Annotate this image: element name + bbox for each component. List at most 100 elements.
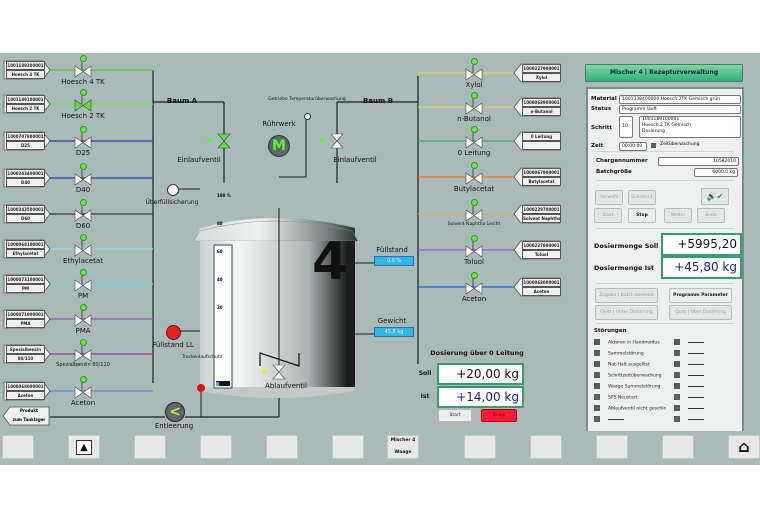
programm-parameter-button[interactable]: Programm Parameter — [669, 288, 732, 303]
valve-label: Aceton — [461, 295, 487, 303]
dosing-ist-value: +14,00 kg — [437, 386, 524, 408]
valve-label: Hoesch 2 TK — [61, 112, 105, 120]
scale-tick: 20 — [217, 305, 223, 310]
zeitueberwachung-checkbox[interactable] — [651, 143, 656, 148]
schritt-number: 10 — [619, 116, 633, 138]
level-gauge-fill — [216, 381, 230, 386]
material-name: D25 — [6, 141, 45, 150]
stoerung-item: SPS Neustart — [594, 394, 637, 402]
valve-label: Hoesch 4 TK — [61, 78, 105, 86]
inlet-valve[interactable] — [465, 243, 483, 258]
inlet-valve[interactable] — [465, 66, 483, 81]
inlet-valve[interactable] — [465, 207, 483, 222]
sound-check-icon[interactable]: 🔊✔ — [701, 188, 729, 205]
tank-number: 4 — [312, 232, 349, 292]
inlet-valve[interactable] — [74, 97, 92, 112]
ablaufventil[interactable] — [272, 364, 286, 380]
material-name: D60 — [6, 214, 45, 223]
ende-button[interactable]: Ende — [697, 208, 725, 223]
material-name: Hoesch 4 TK — [6, 70, 45, 79]
valve-status-icon — [80, 339, 87, 346]
inlet-valve[interactable] — [74, 171, 92, 186]
drain-pump-icon[interactable]: < — [165, 402, 185, 422]
stoerung-indicator — [594, 383, 600, 389]
material-code: 1000227900001 — [522, 64, 561, 73]
overfill-sensor-icon — [167, 184, 179, 196]
weiter-button[interactable]: Weiter — [664, 208, 692, 223]
scale-tick: 80 — [217, 221, 223, 226]
zugabe-batch-beendet-button[interactable]: Zugabe | Batch beendet — [595, 288, 658, 303]
function-key[interactable] — [530, 435, 562, 459]
stoerung-item: Aktoren in Handmodus — [594, 339, 660, 347]
inlet-valve[interactable] — [465, 170, 483, 185]
warning-button[interactable]: ▲ — [68, 435, 100, 459]
inlet-valve[interactable] — [465, 280, 483, 295]
function-key[interactable] — [596, 435, 628, 459]
dosing-start-button[interactable]: Start — [438, 409, 472, 422]
inlet-valve[interactable] — [74, 277, 92, 292]
valve-status-icon — [80, 269, 87, 276]
quitt-unter-dosierung-button[interactable]: Quitt | Unter Dosierung — [595, 305, 658, 320]
valve-label: Spezialbenzin 80/110 — [56, 362, 110, 368]
function-key[interactable] — [266, 435, 298, 459]
stoerung-item: Ablaufventil nicht geschlo — [594, 405, 666, 413]
valve-status-icon — [471, 58, 478, 65]
home-button[interactable]: ⌂ — [728, 435, 760, 459]
material-code: 1000067900001 — [522, 168, 561, 177]
vorwahl-button[interactable]: Vorwahl — [595, 190, 623, 205]
stoerung-indicator — [674, 339, 680, 345]
dosing-soll-value: +20,00 kg — [437, 363, 524, 385]
einlaufventil-a[interactable] — [217, 133, 231, 149]
dosing-stopp-button[interactable]: Stopp — [481, 409, 517, 422]
zeitueberwachung-label: Zeitüberwachung — [660, 142, 700, 147]
baum-a-label: Baum A — [166, 97, 198, 105]
material-name: PMA — [6, 319, 45, 328]
fuellstand-value: 0,0 % — [374, 256, 414, 266]
inlet-valve[interactable] — [74, 207, 92, 222]
inlet-valve[interactable] — [74, 312, 92, 327]
start-button[interactable]: Start — [594, 208, 622, 223]
inlet-valve[interactable] — [465, 134, 483, 149]
stop-button[interactable]: Stop — [628, 208, 656, 223]
batchgroesse-field: 6000,0 kg — [694, 168, 738, 177]
einlaufventil-b[interactable] — [330, 133, 344, 149]
inlet-valve[interactable] — [465, 100, 483, 115]
material-code: 1000243400001 — [6, 169, 45, 178]
function-key[interactable] — [464, 435, 496, 459]
stoerung-item — [674, 416, 704, 424]
material-code: Spezialbenzin — [6, 345, 45, 354]
inlet-valve[interactable] — [74, 134, 92, 149]
valve-status-icon — [207, 138, 212, 143]
function-key[interactable] — [662, 435, 694, 459]
inlet-valve[interactable] — [74, 384, 92, 399]
material-field: 1001338400000 Hoesch 2TK Gemisch grün — [619, 95, 741, 104]
function-key[interactable] — [2, 435, 34, 459]
valve-status-icon — [471, 92, 478, 99]
material-code: 0 Leitung — [522, 132, 561, 141]
status-label: Status — [591, 106, 612, 112]
material-code: 1000707800001 — [6, 132, 45, 141]
fuellstand-ll-indicator — [166, 325, 181, 340]
stoerung-item: Not-Halt ausgelöst — [594, 361, 650, 369]
quitt-ueber-dosierung-button[interactable]: Quitt | Über Dosierung — [669, 305, 732, 320]
schritt-plus-button[interactable]: Schritt+1 — [628, 190, 656, 205]
material-name: Ethylacetat — [6, 249, 45, 258]
ueberfuellsicherung-label: Überfüllsicherung — [145, 199, 199, 206]
inlet-valve[interactable] — [74, 242, 92, 257]
material-code: 1001189100001 — [6, 95, 45, 104]
stoerungen-title: Störungen — [594, 328, 627, 334]
material-name: PM — [6, 284, 45, 293]
level-gauge — [213, 244, 233, 389]
function-key[interactable] — [332, 435, 364, 459]
fuellstand-ll-label: Füllstand LL — [152, 341, 194, 349]
function-key[interactable] — [134, 435, 166, 459]
valve-status-icon — [471, 199, 478, 206]
inlet-valve[interactable] — [74, 347, 92, 362]
motor-icon[interactable]: M — [268, 135, 290, 157]
inlet-valve[interactable] — [74, 63, 92, 78]
function-key[interactable] — [200, 435, 232, 459]
